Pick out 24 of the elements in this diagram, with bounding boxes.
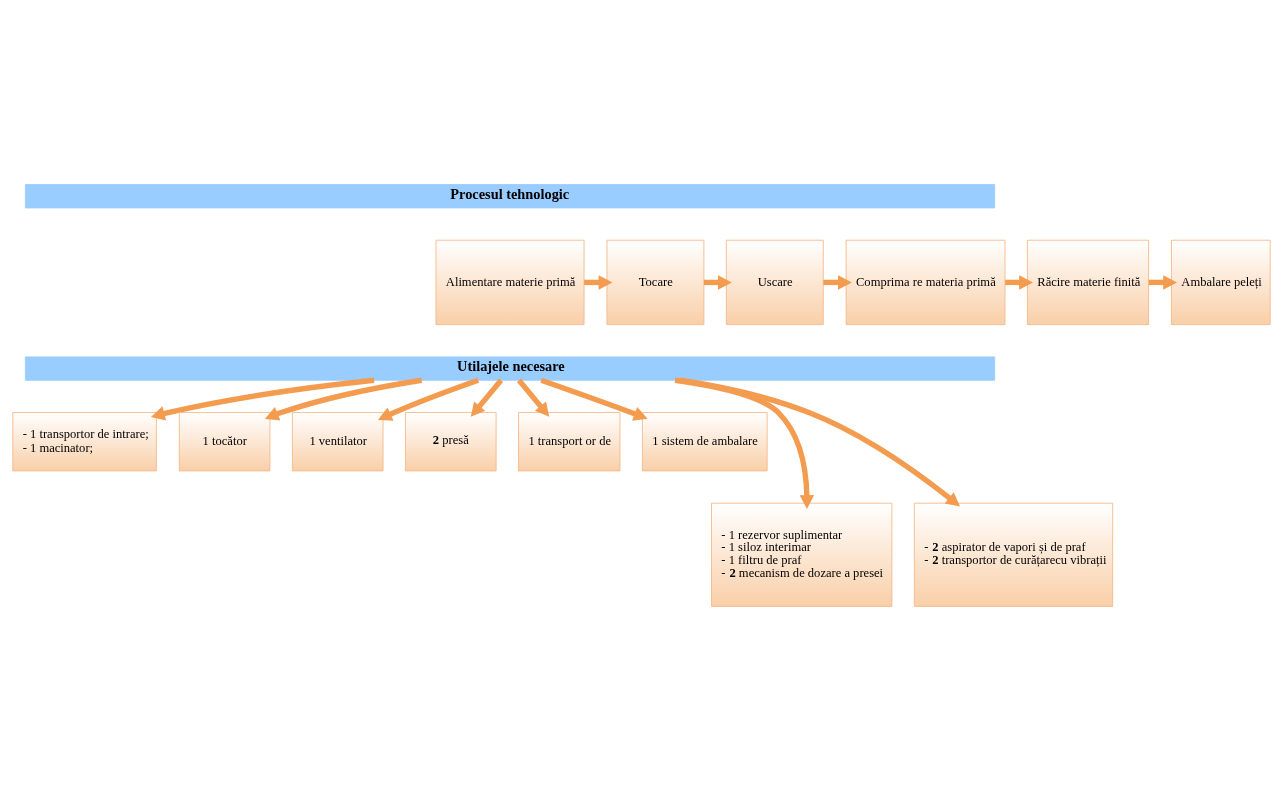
arrow: [679, 377, 961, 507]
node-box: Ambalare peleți: [1171, 239, 1271, 325]
node-box: Răcire materie finită: [1026, 239, 1150, 325]
node-box: 1 sistem de ambalare: [641, 411, 768, 471]
node-box: Comprima re materia primă: [845, 239, 1006, 325]
arrow: [264, 377, 423, 420]
arrow: [516, 378, 550, 417]
arrow: [470, 378, 504, 417]
arrow: [377, 377, 480, 421]
node-box: Alimentare materie primă: [435, 239, 585, 325]
node-box: Procesul tehnologic: [24, 183, 996, 208]
node-box: Tocare: [606, 239, 705, 325]
node-box: - 2 aspirator de vapori și de praf - 2 transportor de curățarecu vibrații: [913, 502, 1114, 607]
node-box: 1 transport or de: [518, 411, 621, 471]
node-box: Uscare: [725, 239, 824, 325]
arrow: [150, 377, 375, 420]
arrow: [540, 377, 648, 421]
node-box: Utilajele necesare: [24, 355, 996, 381]
node-box: 2 presă: [405, 411, 497, 471]
arrow: [674, 377, 815, 509]
node-box: - 1 rezervor suplimentar - 1 siloz interimar - 1 filtru de praf - 2 mecanism de dozare a presei: [711, 502, 893, 607]
node-box: - 1 transportor de intrare; - 1 macinator;: [12, 411, 157, 471]
node-box: 1 tocător: [178, 411, 271, 471]
node-box: 1 ventilator: [291, 411, 384, 471]
